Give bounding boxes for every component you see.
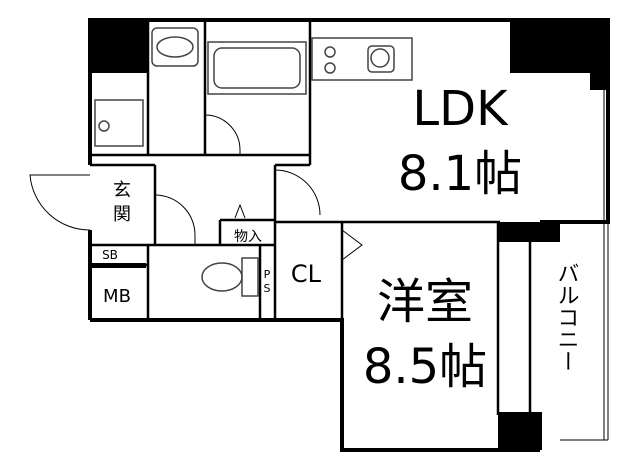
balcony-label: バルコニー (554, 262, 579, 372)
fixtures (94, 27, 413, 297)
pipe-space-label-2: S (264, 282, 271, 295)
meter-box-label: MB (103, 286, 131, 307)
western-room-name: 洋室 (377, 274, 473, 330)
ldk-name: LDK (412, 81, 509, 137)
shoe-box-label: SB (102, 248, 118, 262)
entrance-label-2: 関 (113, 204, 131, 225)
western-room-size: 8.5帖 (363, 339, 487, 395)
closet-label: CL (291, 260, 322, 288)
doors (29, 114, 363, 261)
pipe-space-label-1: P (264, 268, 271, 281)
balcony-railing (560, 90, 609, 441)
ldk-size: 8.1帖 (398, 146, 522, 202)
entrance-label-1: 玄 (113, 180, 131, 201)
storage-label: 物入 (234, 229, 262, 245)
